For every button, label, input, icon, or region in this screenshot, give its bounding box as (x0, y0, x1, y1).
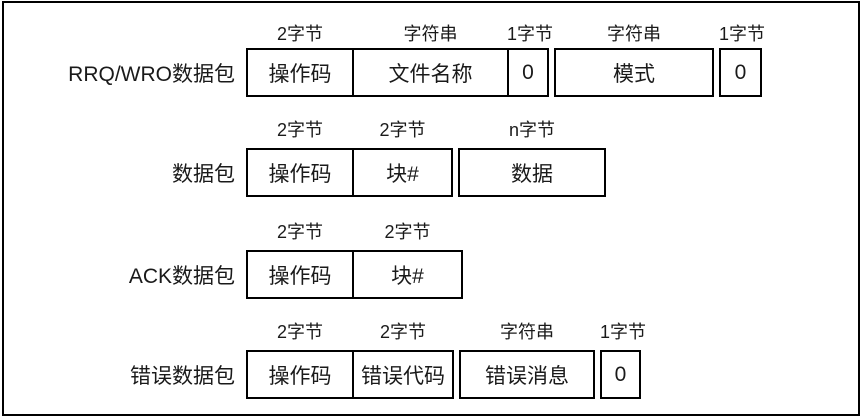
field-error-message: 字符串 错误消息 (459, 322, 595, 399)
field-cell: 文件名称 (352, 48, 509, 97)
field-zero: 1字节 0 (719, 24, 766, 97)
field-size-label: 2字节 (379, 322, 426, 342)
field-size-label: 字符串 (500, 322, 554, 342)
field-cell: 错误消息 (459, 350, 595, 399)
field-cell: 操作码 (246, 48, 354, 97)
field-size-label: 2字节 (276, 24, 323, 44)
field-cell: 操作码 (246, 350, 354, 399)
field-size-label: n字节 (508, 120, 555, 140)
packet-row-rrq-wrq: RRQ/WRO数据包 2字节 操作码 字符串 文件名称 1字节 0 字符串 模式… (4, 24, 858, 97)
field-data: n字节 数据 (458, 120, 606, 197)
packet-row-ack: ACK数据包 2字节 操作码 2字节 块# (4, 222, 858, 299)
field-filename: 字符串 文件名称 (352, 24, 509, 97)
field-cell: 操作码 (246, 148, 354, 197)
field-mode: 字符串 模式 (554, 24, 714, 97)
field-size-label: 2字节 (276, 322, 323, 342)
field-size-label: 2字节 (276, 120, 323, 140)
field-cell: 0 (600, 350, 641, 399)
field-size-label: 1字节 (719, 24, 766, 44)
packet-label-rrq-wrq: RRQ/WRO数据包 (68, 62, 235, 86)
field-opcode: 2字节 操作码 (246, 222, 354, 299)
field-cell: 0 (507, 48, 549, 97)
diagram-frame: RRQ/WRO数据包 2字节 操作码 字符串 文件名称 1字节 0 字符串 模式… (2, 1, 860, 416)
field-opcode: 2字节 操作码 (246, 120, 354, 197)
packet-fields-ack: 2字节 操作码 2字节 块# (246, 222, 463, 299)
field-block-number: 2字节 块# (352, 120, 453, 197)
field-error-code: 2字节 错误代码 (352, 322, 454, 399)
packet-fields-error: 2字节 操作码 2字节 错误代码 字符串 错误消息 1字节 0 (246, 322, 647, 399)
field-cell: 操作码 (246, 250, 354, 299)
packet-row-data: 数据包 2字节 操作码 2字节 块# n字节 数据 (4, 120, 858, 197)
field-zero: 1字节 0 (507, 24, 554, 97)
field-size-label: 字符串 (403, 24, 458, 44)
field-cell: 块# (352, 250, 463, 299)
field-cell: 0 (719, 48, 762, 97)
field-cell: 错误代码 (352, 350, 454, 399)
field-cell: 数据 (458, 148, 606, 197)
packet-fields-data: 2字节 操作码 2字节 块# n字节 数据 (246, 120, 606, 197)
field-zero: 1字节 0 (600, 322, 647, 399)
packet-label-error: 错误数据包 (130, 364, 235, 388)
field-size-label: 1字节 (600, 322, 647, 342)
field-size-label: 字符串 (607, 24, 661, 44)
field-size-label: 2字节 (276, 222, 323, 242)
field-opcode: 2字节 操作码 (246, 322, 354, 399)
field-cell: 模式 (554, 48, 714, 97)
field-cell: 块# (352, 148, 453, 197)
field-block-number: 2字节 块# (352, 222, 463, 299)
field-size-label: 2字节 (384, 222, 431, 242)
packet-label-data: 数据包 (172, 162, 235, 186)
field-opcode: 2字节 操作码 (246, 24, 354, 97)
field-size-label: 2字节 (379, 120, 426, 140)
field-size-label: 1字节 (507, 24, 554, 44)
packet-fields-rrq-wrq: 2字节 操作码 字符串 文件名称 1字节 0 字符串 模式 1字节 0 (246, 24, 766, 97)
packet-row-error: 错误数据包 2字节 操作码 2字节 错误代码 字符串 错误消息 1字节 0 (4, 322, 858, 399)
packet-label-ack: ACK数据包 (128, 264, 235, 288)
